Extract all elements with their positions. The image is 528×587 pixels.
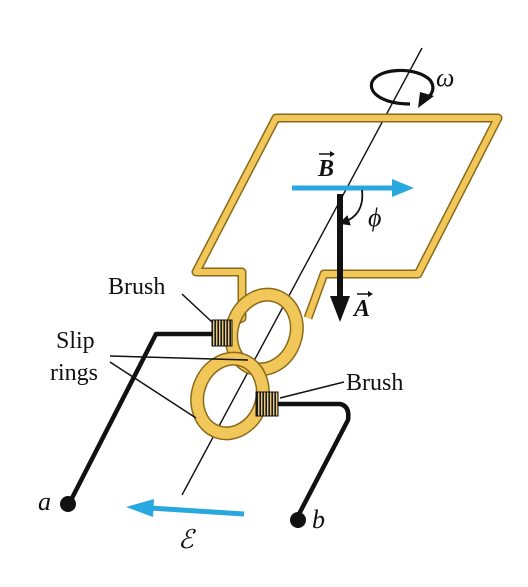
brush-right-leader (279, 381, 345, 399)
brush-right-label: Brush (346, 370, 403, 396)
wire-to-terminal-a (67, 331, 212, 504)
right-brush (255, 391, 279, 417)
slip-rings-leader-lower (109, 361, 197, 419)
area-vector-label: A (352, 296, 370, 322)
slip-rings-label-line1: Slip (56, 328, 95, 354)
emf-label: ℰ (178, 525, 196, 554)
brush-left-label: Brush (108, 274, 165, 300)
terminal-b-dot (290, 512, 306, 528)
slip-rings-leader-upper (109, 355, 249, 361)
a-vector-bar-icon (357, 291, 373, 297)
left-brush (211, 319, 233, 347)
b-field-label: B (317, 156, 334, 182)
phi-label: ϕ (368, 203, 381, 232)
omega-label: ω (436, 63, 454, 92)
terminal-a-dot (60, 496, 76, 512)
brush-left-leader (181, 293, 213, 323)
b-vector-bar-icon (319, 151, 335, 157)
wire-to-terminal-b (278, 401, 351, 518)
terminal-b-label: b (312, 505, 325, 534)
magnetic-field-arrow (292, 179, 414, 197)
phi-angle-arc (338, 189, 364, 226)
slip-rings-label-line2: rings (50, 360, 98, 386)
emf-arrow (126, 499, 245, 517)
area-vector-arrow (330, 194, 350, 322)
rotation-arrow-icon (369, 68, 435, 108)
terminal-a-label: a (38, 487, 51, 516)
